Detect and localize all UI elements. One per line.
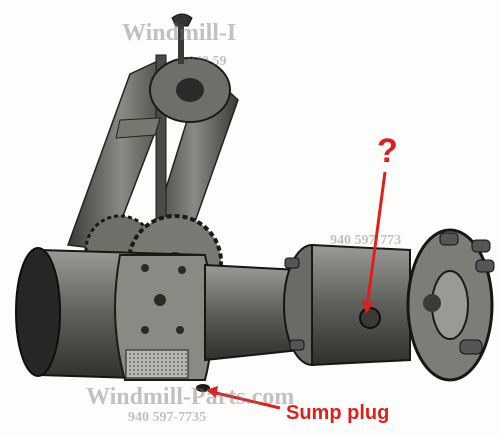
question-arrow	[366, 171, 387, 301]
sump-arrow	[211, 390, 281, 410]
gearbox-housing	[15, 247, 214, 392]
watermark-mid-phone: 940 597-773	[330, 233, 402, 248]
watermark-bottom-phone: 940 597-7735	[128, 410, 207, 425]
watermark-bottom-name: Windmill-Parts.com	[86, 384, 295, 410]
watermark-top-phone: 940 59	[188, 54, 227, 69]
sump-plug-label: Sump plug	[286, 402, 390, 424]
sump-arrowhead	[206, 386, 218, 398]
question-arrowhead	[362, 300, 374, 314]
main-shaft-housing	[204, 228, 495, 382]
annotation-arrows	[206, 171, 387, 410]
watermark-top-name: Windmill-I	[122, 20, 237, 46]
question-mark-label: ?	[377, 132, 398, 170]
pitman-frame	[66, 13, 239, 251]
